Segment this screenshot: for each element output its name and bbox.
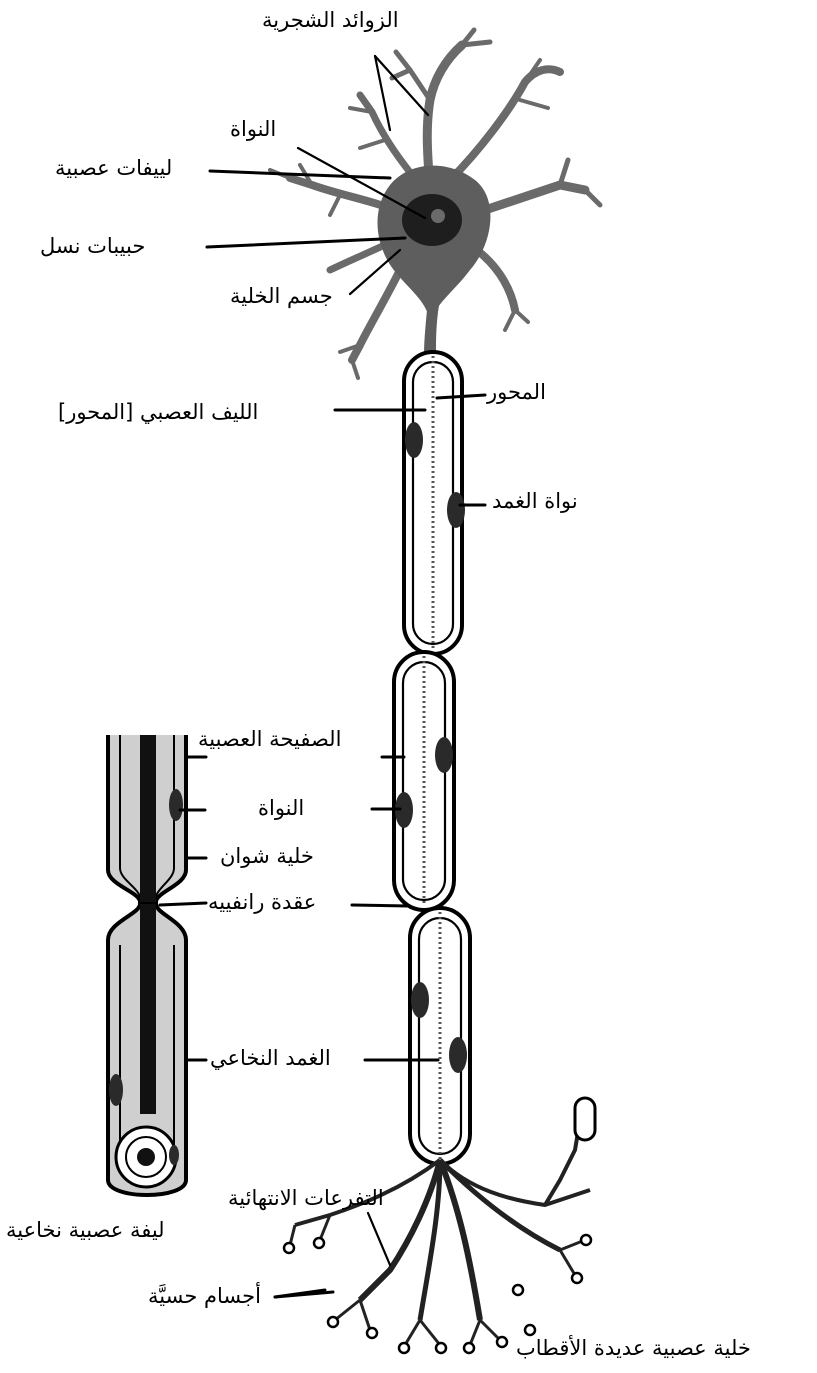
- label-sheath-nucleus: نواة الغمد: [492, 489, 578, 513]
- label-neurilemma: الصفيحة العصبية: [198, 727, 341, 751]
- label-node-of-ranvier: عقدة رانفييه: [208, 890, 316, 914]
- myelinated-fiber-detail: [108, 735, 186, 1195]
- label-dendrites: الزوائد الشجرية: [262, 8, 399, 32]
- label-neurofibrils: لييفات عصبية: [55, 156, 172, 180]
- label-sensory-bodies: أجسام حسيَّة: [148, 1284, 261, 1308]
- label-myelin-sheath: الغمد النخاعي: [210, 1046, 331, 1070]
- label-myelinated-fiber: ليفة عصبية نخاعية: [6, 1218, 165, 1242]
- label-nerve-fiber-axon: الليف العصبي [المحور]: [58, 400, 258, 424]
- label-schwann-cell: خلية شوان: [220, 844, 314, 868]
- cell-body: [378, 166, 491, 355]
- label-terminal-branches: التفرعات الانتهائية: [228, 1186, 384, 1210]
- label-nucleus-top: النواة: [230, 117, 276, 141]
- label-axon: المحور: [487, 380, 546, 404]
- label-cell-body: جسم الخلية: [230, 284, 333, 308]
- label-nucleus-mid: النواة: [258, 796, 304, 820]
- label-multipolar-neuron: خلية عصبية عديدة الأقطاب: [516, 1336, 751, 1360]
- label-nissl-granules: حبيبات نسل: [40, 234, 145, 258]
